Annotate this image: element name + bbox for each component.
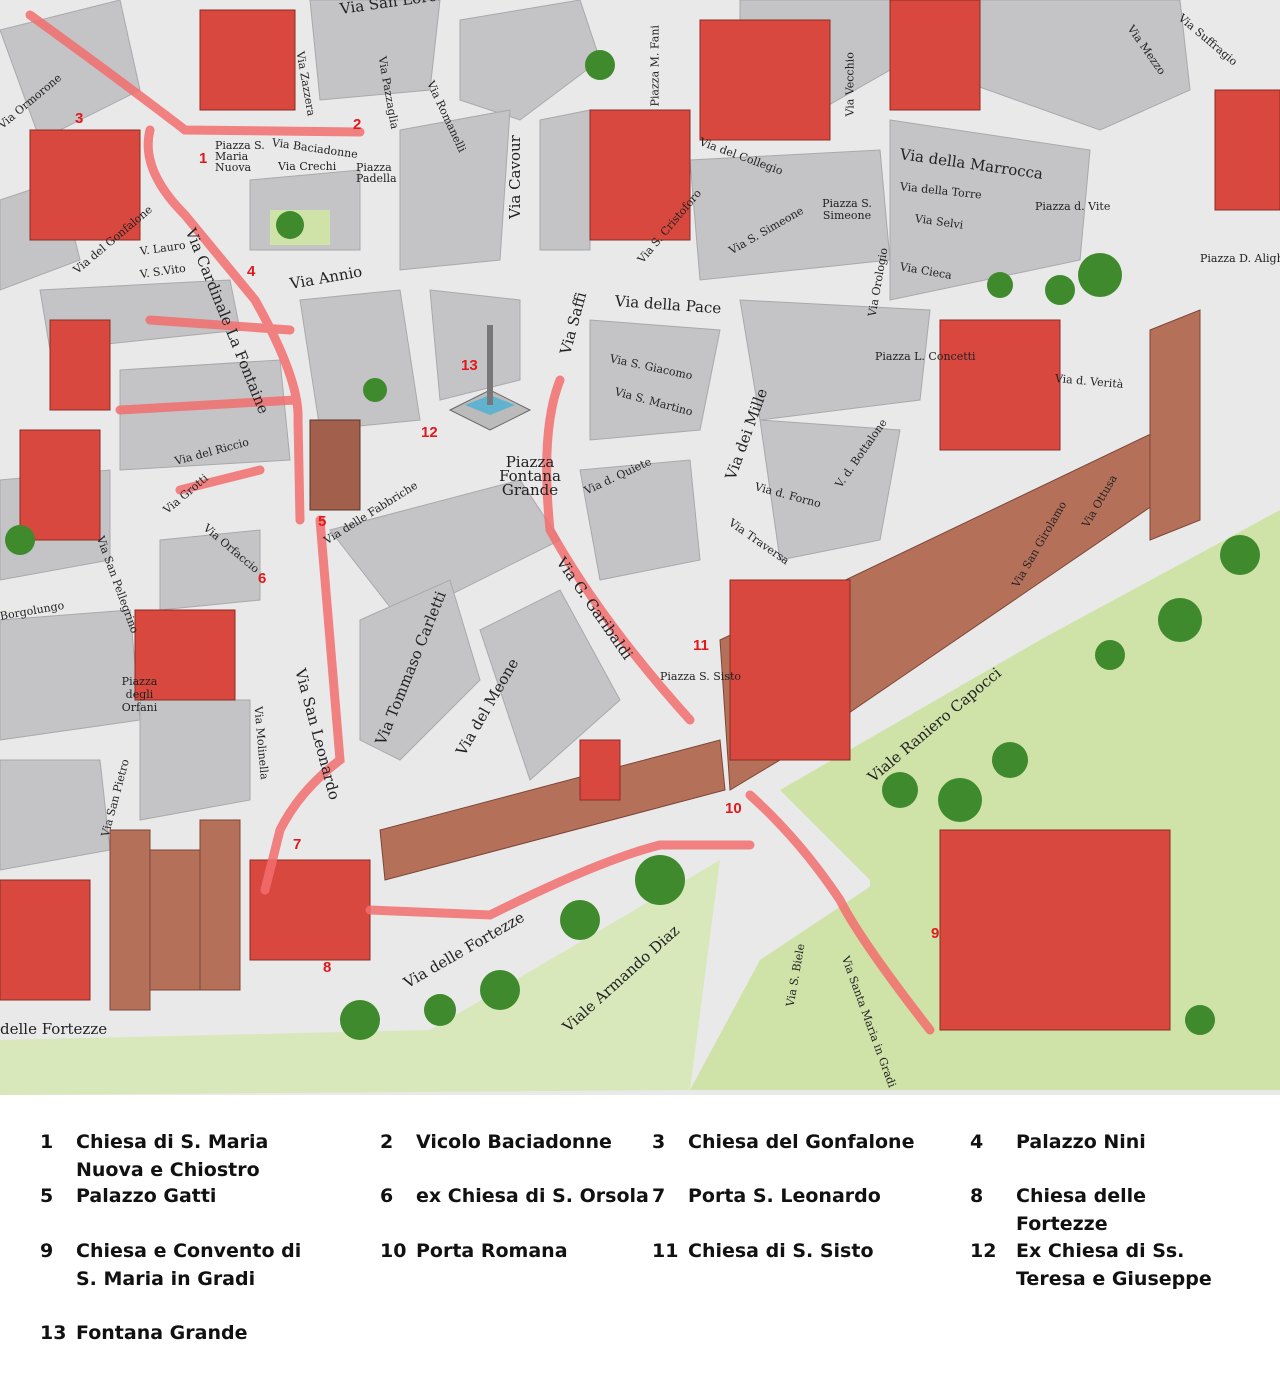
place-label: Piazza S. Simeone bbox=[822, 197, 872, 222]
marker-1[interactable]: 1 bbox=[199, 150, 208, 167]
place-label: Piazza D. Alighieri bbox=[1200, 252, 1280, 265]
place-label: Piazza Fontana Grande bbox=[499, 453, 561, 499]
street-label: delle Fortezze bbox=[0, 1020, 108, 1038]
street-label: Via Cavour bbox=[506, 135, 524, 219]
marker-3[interactable]: 3 bbox=[75, 110, 84, 127]
street-label: Piazza M. Fani bbox=[648, 25, 662, 107]
place-label: Piazza S. Sisto bbox=[660, 670, 742, 683]
place-label: Piazza L. Concetti bbox=[875, 350, 976, 363]
map[interactable]: Via San Lorenzo Via Cavour Via della Pac… bbox=[0, 0, 1280, 1095]
trees bbox=[5, 50, 1260, 1040]
place-label: Piazza degli Orfani bbox=[121, 675, 158, 714]
marker-4[interactable]: 4 bbox=[247, 263, 256, 280]
city-blocks bbox=[0, 0, 1191, 871]
street-label: Via Vecchio bbox=[843, 52, 857, 117]
marker-12[interactable]: 12 bbox=[421, 424, 438, 441]
marker-13[interactable]: 13 bbox=[461, 357, 478, 374]
walking-route bbox=[25, 10, 935, 1035]
map-graphics bbox=[0, 0, 1280, 1095]
marker-11[interactable]: 11 bbox=[693, 637, 709, 654]
marker-5[interactable]: 5 bbox=[318, 513, 327, 530]
place-label: Piazza S. Maria Nuova bbox=[215, 139, 265, 174]
palazzo-gatti-building bbox=[309, 419, 361, 511]
place-label: Piazza d. Vite bbox=[1035, 200, 1111, 213]
place-label: Piazza Padella bbox=[356, 161, 397, 185]
street-label: Via Crechi bbox=[278, 160, 337, 173]
marker-7[interactable]: 7 bbox=[293, 836, 302, 853]
fontana-grande bbox=[448, 325, 532, 431]
marker-9[interactable]: 9 bbox=[931, 925, 940, 942]
marker-10[interactable]: 10 bbox=[725, 800, 742, 817]
marker-6[interactable]: 6 bbox=[258, 570, 267, 587]
marker-8[interactable]: 8 bbox=[323, 959, 332, 976]
buildings bbox=[0, 0, 1280, 1031]
marker-2[interactable]: 2 bbox=[353, 116, 362, 133]
